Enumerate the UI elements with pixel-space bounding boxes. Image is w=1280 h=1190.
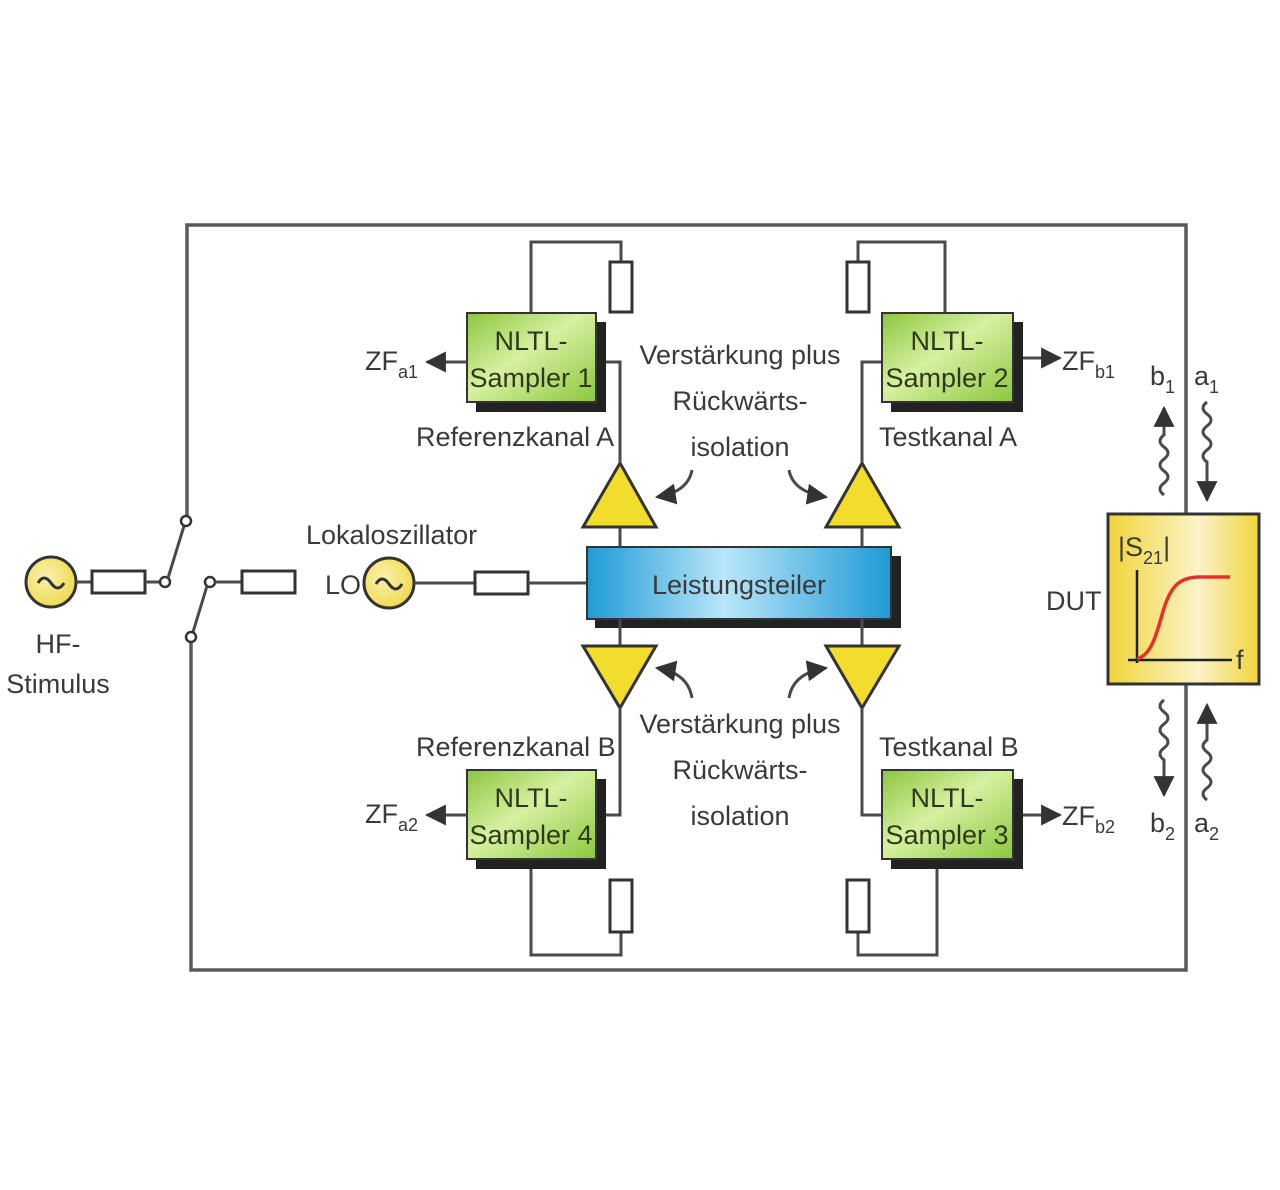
sampler-box (466, 312, 597, 403)
curved-arrow (787, 660, 829, 699)
sampler-3: NLTL- Sampler 3 (881, 769, 1023, 869)
dut-response-curve (1136, 575, 1230, 661)
hf-source-label-2: Stimulus (6, 669, 110, 699)
wave-arrow-down (1196, 400, 1218, 503)
wave-label-b2: b2 (1150, 808, 1175, 844)
sampler-box (466, 769, 597, 860)
dut-x-axis-label: f (1236, 645, 1244, 675)
wire (529, 865, 623, 957)
switch-contact (203, 575, 217, 589)
sampler-1-line1: NLTL- (494, 326, 567, 356)
dut-box (1106, 512, 1261, 686)
power-divider (586, 546, 901, 628)
power-divider-label: Leistungsteiler (652, 570, 826, 600)
wave-label-a2: a2 (1194, 808, 1219, 844)
lo-short-label: LO (325, 570, 361, 600)
wave-a1: a1 (1194, 361, 1219, 503)
wire (856, 240, 947, 313)
amplifier-top-right (823, 459, 902, 529)
sampler-2: NLTL- Sampler 2 (881, 312, 1023, 412)
resistor (90, 569, 147, 595)
annotation-line: isolation (690, 432, 789, 462)
dut-label: DUT (1046, 586, 1102, 616)
amplifier-bottom-left (580, 644, 659, 711)
sampler-3-line1: NLTL- (910, 783, 983, 813)
channel-label-test-a: Testkanal A (879, 422, 1017, 452)
sampler-1: NLTL- Sampler 1 (466, 312, 606, 412)
switch-contact (179, 514, 193, 528)
channel-label-ref-b: Referenzkanal B (416, 732, 616, 762)
resistor (845, 878, 871, 934)
wave-label-a1: a1 (1194, 361, 1219, 397)
channel-label-ref-a: Referenzkanal A (416, 422, 614, 452)
annotation-line: Rückwärts- (672, 755, 807, 785)
wave-arrow-down (1153, 698, 1175, 798)
wire (856, 865, 939, 957)
resistor (845, 260, 871, 314)
annotation-top: Verstärkung plus Rückwärts- isolation (639, 340, 840, 462)
if-label-a1: ZFa1 (365, 346, 418, 382)
lo-source (362, 556, 416, 610)
switch-contact (158, 575, 172, 589)
annotation-bottom: Verstärkung plus Rückwärts- isolation (639, 709, 840, 831)
sampler-2-line2: Sampler 2 (885, 363, 1008, 393)
switch-contact (184, 630, 198, 644)
channel-label-test-b: Testkanal B (879, 732, 1019, 762)
wire (860, 360, 882, 463)
wave-b2: b2 (1150, 698, 1175, 844)
resistor (240, 569, 297, 595)
lo-source-label: Lokaloszillator (306, 520, 477, 550)
dut: |S21| f (1106, 512, 1261, 686)
wire (860, 708, 882, 817)
dut-plot-label: |S21| (1118, 532, 1170, 568)
annotation-line: Verstärkung plus (639, 709, 840, 739)
if-label-b2: ZFb2 (1062, 801, 1115, 837)
outer-frame-line (185, 223, 1188, 972)
sampler-4-line1: NLTL- (494, 783, 567, 813)
sine-wave-icon (36, 576, 66, 590)
amplifier-bottom-right (823, 644, 902, 711)
sine-wave-icon (374, 577, 404, 591)
wave-arrow-up (1196, 702, 1218, 802)
if-label-a2: ZFa2 (365, 799, 418, 835)
curved-arrow (654, 660, 694, 699)
hf-source (24, 555, 78, 609)
sampler-4-line2: Sampler 4 (469, 820, 592, 850)
wire (529, 240, 623, 313)
wave-label-b1: b1 (1150, 361, 1175, 397)
sampler-3-line2: Sampler 3 (885, 820, 1008, 850)
resistor (473, 570, 530, 596)
amplifier-top-left (580, 459, 659, 529)
power-divider-box (586, 546, 892, 620)
sampler-box (881, 769, 1014, 860)
sampler-2-line1: NLTL- (910, 326, 983, 356)
sampler-box (881, 312, 1014, 403)
wave-b1: b1 (1150, 361, 1175, 497)
annotation-line: isolation (690, 801, 789, 831)
wave-a2: a2 (1194, 702, 1219, 844)
resistor (608, 260, 634, 314)
sampler-4: NLTL- Sampler 4 (466, 769, 606, 869)
annotation-line: Verstärkung plus (639, 340, 840, 370)
wave-arrow-up (1153, 405, 1175, 497)
annotation-line: Rückwärts- (672, 386, 807, 416)
switch-arm (166, 525, 186, 579)
hf-source-label-1: HF- (36, 629, 81, 659)
switch-arm (191, 585, 209, 633)
sampler-1-line2: Sampler 1 (469, 363, 592, 393)
resistor (608, 878, 634, 934)
curved-arrow (787, 469, 829, 505)
if-label-b1: ZFb1 (1062, 346, 1115, 382)
curved-arrow (654, 469, 694, 505)
rf-switch[interactable] (158, 514, 217, 644)
